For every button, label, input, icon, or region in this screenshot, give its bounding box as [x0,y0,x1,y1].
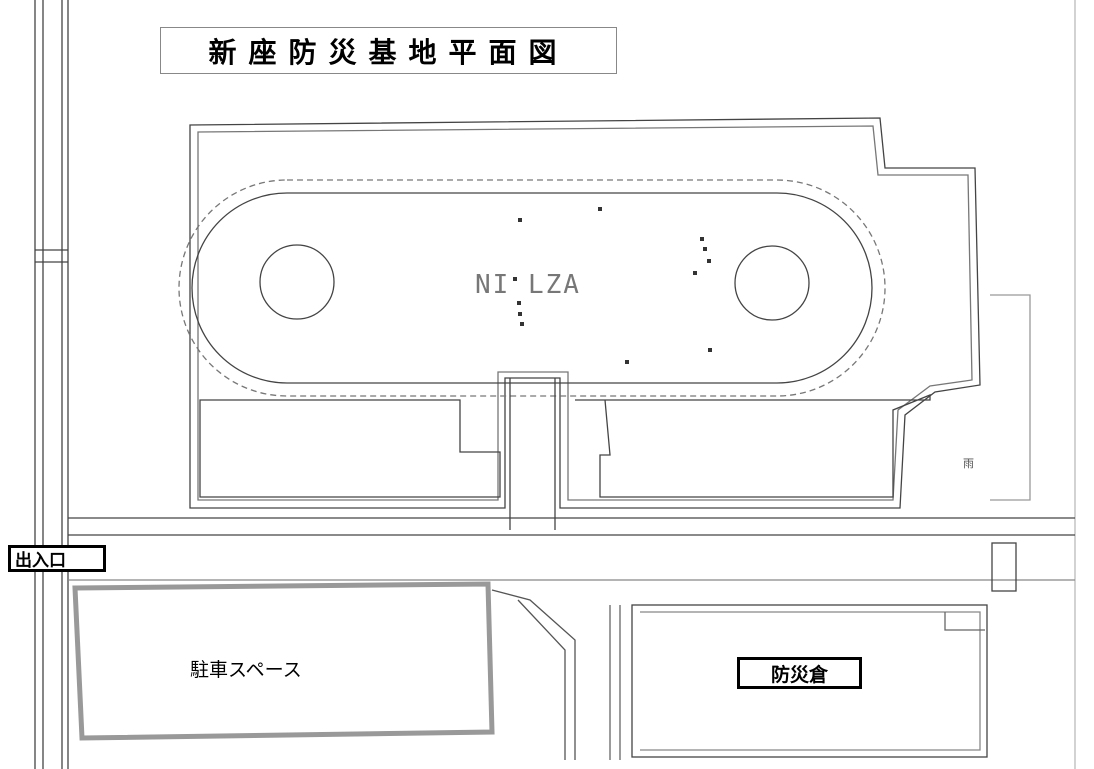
right-circle [734,245,810,321]
entrance-label: 出入口 [8,545,106,572]
lower-left-building [199,399,501,498]
arena-outer-wall [189,117,981,509]
parking-outline [72,581,495,741]
left-circle [259,244,335,320]
map-title: 新座防災基地平面図 [160,27,617,74]
field-marking-text: NI LZA [475,270,581,300]
warehouse-building [631,604,988,758]
central-passage [509,378,556,530]
parking-label: 駐車スペース [190,659,302,681]
lower-right-building [575,394,931,498]
gate-structure [991,542,1017,592]
oval-track [178,179,886,397]
small-map-mark: 雨 [963,457,974,470]
left-road-strip [34,0,69,769]
horizontal-road [68,517,1075,581]
warehouse-label: 防災倉 [737,657,862,689]
